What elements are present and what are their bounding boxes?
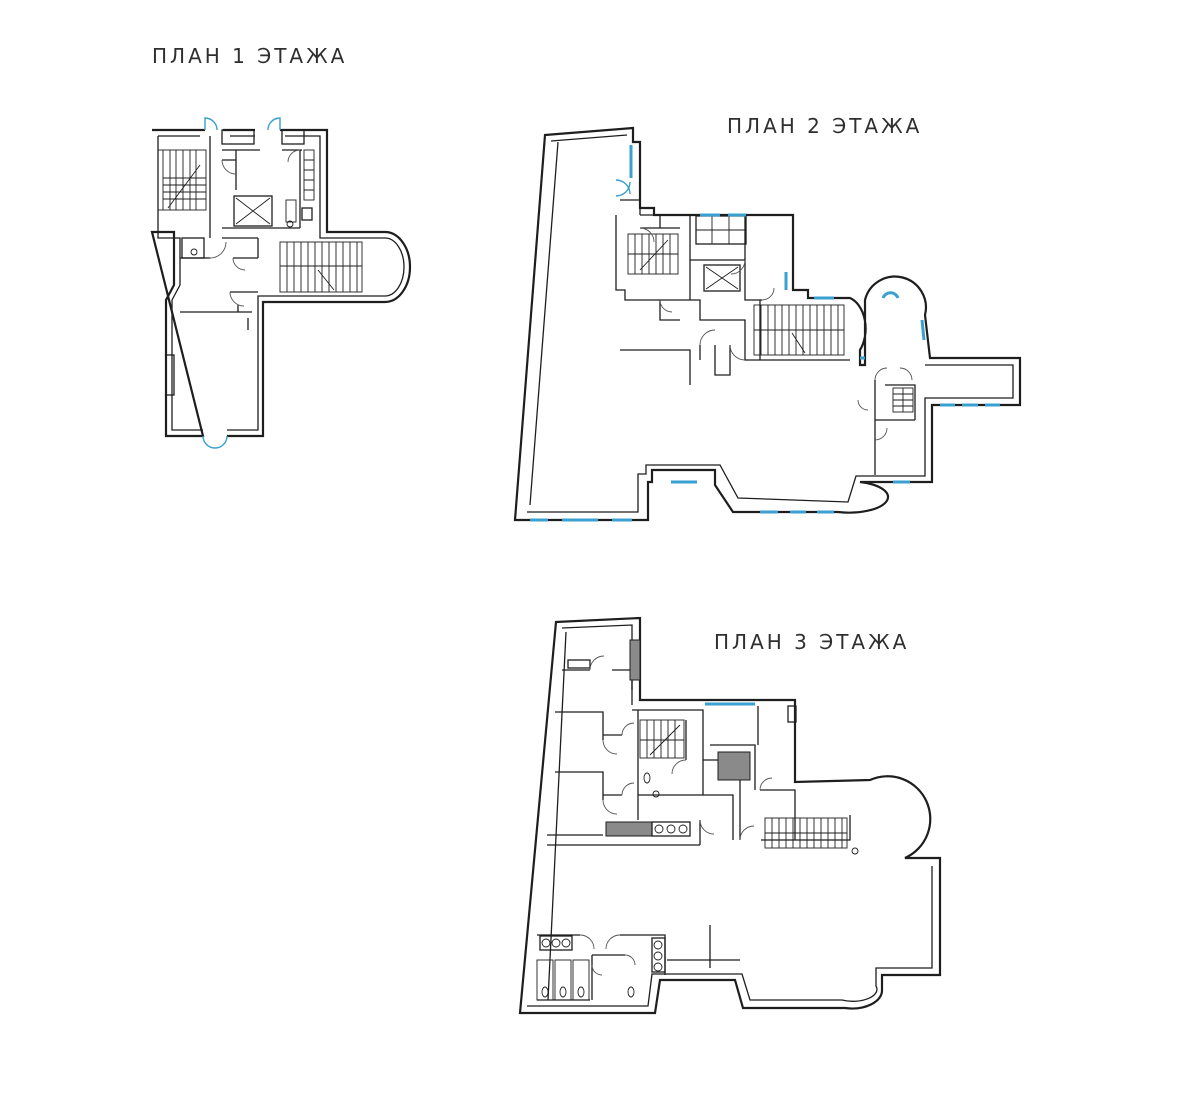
floor-1-inner-walls [165,129,305,396]
floor-1-staircase-small [157,149,207,211]
floor-2-elevator [703,264,741,292]
floor-2-inner-walls [615,199,916,475]
floor-2-stair-small [892,387,914,413]
floor-2-doors [615,179,913,441]
floor-3-stair-small [639,719,685,759]
floor-3-outer-walls [518,616,942,1015]
floor-2-outer-walls [513,126,1022,522]
floor-1-plan-title: ПЛАН 1 ЭТАЖА [152,44,348,68]
floor-1-plan [150,117,412,449]
floor-3-sanitary-fixtures [536,772,859,1001]
floor-2-stair-main [753,304,845,356]
floor-2-plan [513,126,1022,522]
floor-1-fixtures [190,149,315,256]
floor-1-doors [202,117,301,449]
floor-1-outer-walls [150,128,412,438]
floor-2-windows [530,145,1000,522]
floor-3-doors [579,655,773,976]
floor-2-plan-title: ПЛАН 2 ЭТАЖА [727,114,923,138]
floor-1-staircase-main [279,241,363,293]
floor-3-plan-title: ПЛАН 3 ЭТАЖА [714,630,910,654]
floor-1-elevator [233,195,273,227]
floor-3-inner-walls [537,639,851,1001]
floor-3-stair-main [764,817,848,849]
floor-3-elevator [717,751,751,781]
floor-3-plan [518,616,942,1015]
floor-2-stair-left [627,233,679,275]
